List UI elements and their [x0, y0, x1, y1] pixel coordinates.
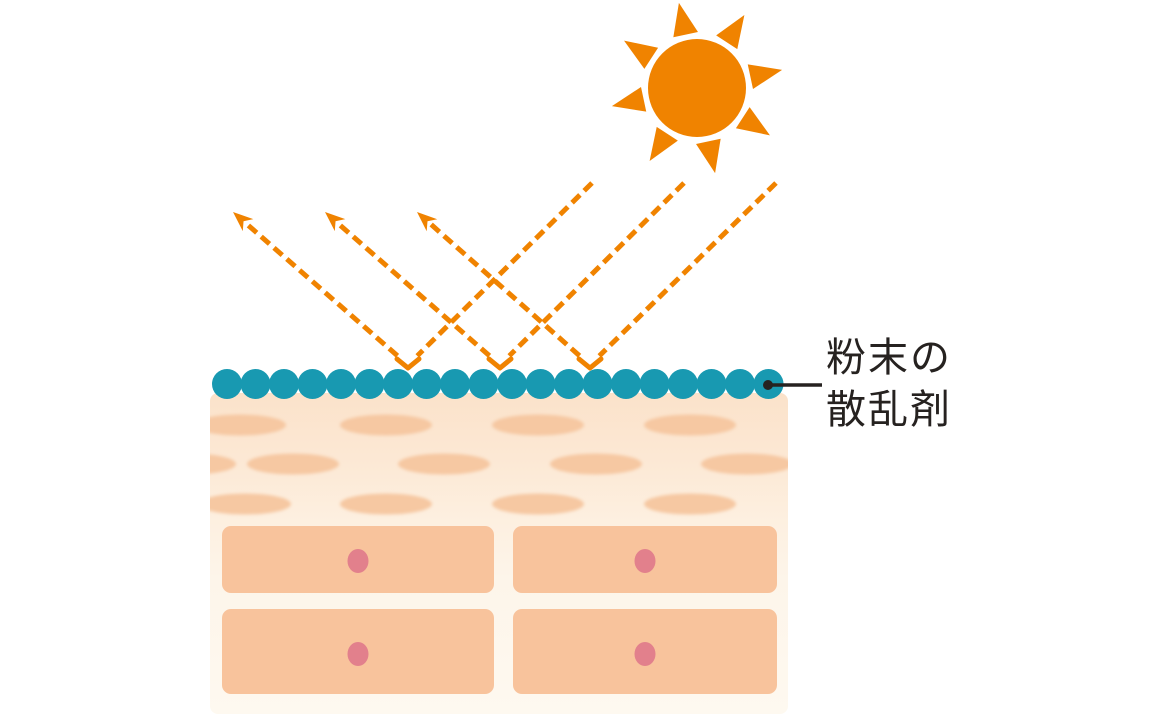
leader-dot [763, 380, 773, 390]
powder-particle [668, 369, 698, 399]
incident-ray-arrowhead [576, 356, 604, 371]
label-leader [763, 380, 822, 390]
skin-surface-ellipse [210, 453, 236, 475]
scatter-agent-label-line2: 散乱剤 [826, 387, 952, 433]
powder-particle [639, 369, 670, 399]
powder-particle [554, 369, 584, 399]
sun-ray [673, 2, 698, 38]
skin-surface-ellipse [398, 453, 490, 475]
sun-ray [624, 40, 659, 69]
scatter-agent-label: 粉末の 散乱剤 [826, 332, 952, 436]
skin-surface-ellipse [492, 414, 584, 436]
powder-particle [326, 369, 356, 399]
skin-surface-ellipse [701, 453, 788, 475]
skin-surface-ellipse [210, 493, 291, 515]
reflected-ray-arrowhead [233, 212, 254, 232]
skin-block [210, 393, 884, 714]
skin-surface-ellipse [550, 453, 642, 475]
sun-disc [648, 39, 746, 137]
powder-particle [212, 369, 242, 399]
reflected-uv-ray [427, 220, 582, 358]
powder-particle [411, 369, 442, 399]
incident-uv-rays [394, 181, 778, 371]
skin-surface-ellipse [644, 493, 736, 515]
incident-ray-arrowhead [486, 356, 514, 371]
powder-particle [383, 369, 413, 399]
cell-nucleus [347, 549, 369, 573]
powder-particle [240, 369, 271, 399]
sun-icon [611, 2, 783, 174]
skin-surface-ellipse [340, 414, 432, 436]
sun-ray [747, 64, 783, 89]
scatter-agent-label-line1: 粉末の [826, 335, 952, 381]
powder-particle [468, 369, 499, 399]
reflected-uv-ray [243, 220, 400, 358]
incident-uv-ray [507, 181, 686, 358]
sun-ray [696, 138, 721, 174]
powder-particle [611, 369, 641, 399]
powder-particle-row [212, 369, 784, 399]
cell-nucleus [634, 642, 656, 666]
reflected-uv-rays [233, 212, 582, 358]
reflected-ray-arrowhead [417, 212, 438, 232]
skin-surface-ellipse [492, 493, 584, 515]
skin-surface-ellipse [210, 414, 286, 436]
powder-particle [297, 369, 328, 399]
incident-ray-arrowhead [394, 356, 422, 371]
powder-particle [696, 369, 727, 399]
sun-ray [735, 107, 770, 136]
cell-nucleus [634, 549, 656, 573]
sun-ray [649, 126, 678, 161]
powder-particle [269, 369, 299, 399]
incident-uv-ray [597, 181, 778, 358]
skin-surface-ellipse [644, 414, 736, 436]
powder-particle [525, 369, 556, 399]
incident-uv-ray [415, 181, 594, 358]
cell-nucleus [347, 642, 369, 666]
powder-particle [354, 369, 385, 399]
powder-particle [582, 369, 613, 399]
sun-ray [611, 87, 647, 112]
skin-surface-ellipse [340, 493, 432, 515]
reflected-uv-ray [335, 220, 492, 358]
skin-surface-ellipse [792, 494, 884, 515]
powder-particle [440, 369, 470, 399]
powder-particle [497, 369, 527, 399]
sun-ray [716, 15, 745, 50]
skin-surface-ellipse [247, 453, 339, 475]
powder-particle [725, 369, 755, 399]
reflected-ray-arrowhead [325, 212, 346, 232]
